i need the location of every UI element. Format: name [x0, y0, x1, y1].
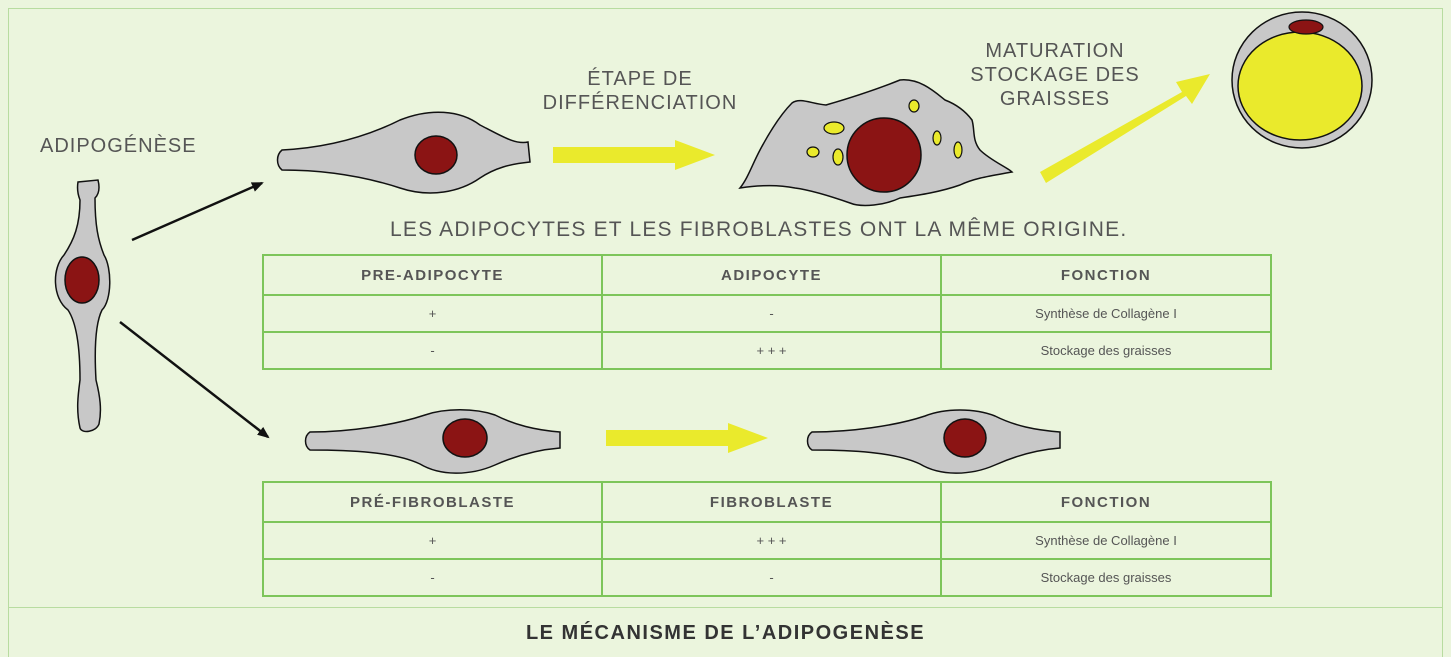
- cell: Synthèse de Collagène I: [940, 521, 1272, 560]
- table-adipocyte: PRE-ADIPOCYTE ADIPOCYTE FONCTION + - Syn…: [262, 254, 1272, 370]
- preadipocyte-cell: [276, 111, 531, 194]
- stem-nucleus: [64, 256, 100, 304]
- lipid-droplet: [953, 141, 963, 159]
- cell: -: [262, 331, 603, 370]
- stem-cell: [54, 179, 111, 433]
- preadipocyte-nucleus: [414, 135, 458, 175]
- cell: -: [601, 294, 942, 333]
- label-etape-differenciation: ÉTAPE DE DIFFÉRENCIATION: [542, 68, 738, 114]
- prefibroblast-cell: [304, 409, 561, 474]
- table-row: + - Synthèse de Collagène I: [262, 294, 1272, 333]
- header-pre-fibroblast: PRÉ-FIBROBLASTE: [262, 481, 603, 523]
- adipocyte-nucleus: [846, 117, 922, 193]
- adipocyte-cell: [738, 79, 1014, 207]
- table-row: - + + + Stockage des graisses: [262, 331, 1272, 370]
- table-row: - - Stockage des graisses: [262, 558, 1272, 597]
- lipid-droplet: [823, 121, 845, 135]
- lipid-droplet: [932, 130, 942, 146]
- header-pre-adipocyte: PRE-ADIPOCYTE: [262, 254, 603, 296]
- footer-title: LE MÉCANISME DE L’ADIPOGENÈSE: [525, 622, 926, 644]
- header-adipocyte: ADIPOCYTE: [601, 254, 942, 296]
- diagram-frame: [8, 8, 1443, 657]
- cell: Stockage des graisses: [940, 558, 1272, 597]
- table-header-row: PRE-ADIPOCYTE ADIPOCYTE FONCTION: [262, 254, 1272, 296]
- lipid-droplet: [832, 148, 844, 166]
- label-adipogenese: ADIPOGÉNÈSE: [40, 135, 197, 157]
- prefibroblast-nucleus: [442, 418, 488, 458]
- cell: Synthèse de Collagène I: [940, 294, 1272, 333]
- lipid-droplet: [806, 146, 820, 158]
- arrow-to-prefibroblast: [119, 321, 270, 439]
- lipid-vacuole: [1237, 31, 1363, 141]
- fibroblast-nucleus: [943, 418, 987, 458]
- mature-adipocyte: [1231, 11, 1373, 149]
- yellow-arrow-fibroblast: [606, 423, 768, 453]
- cell: +: [262, 294, 603, 333]
- mature-nucleus: [1288, 19, 1324, 35]
- lipid-droplet: [908, 99, 920, 113]
- cell: -: [262, 558, 603, 597]
- cell: + + +: [601, 331, 942, 370]
- cell: -: [601, 558, 942, 597]
- header-fonction: FONCTION: [940, 254, 1272, 296]
- yellow-arrow-differentiation: [553, 140, 715, 170]
- footer-divider: [8, 607, 1443, 608]
- table-row: + + + + Synthèse de Collagène I: [262, 521, 1272, 560]
- header-fibroblast: FIBROBLASTE: [601, 481, 942, 523]
- cell: +: [262, 521, 603, 560]
- fibroblast-cell: [806, 409, 1061, 474]
- table-header-row: PRÉ-FIBROBLASTE FIBROBLASTE FONCTION: [262, 481, 1272, 523]
- yellow-arrow-maturation: [1040, 74, 1210, 183]
- cell: + + +: [601, 521, 942, 560]
- arrow-to-preadipocyte: [131, 181, 264, 242]
- subtitle-same-origin: LES ADIPOCYTES ET LES FIBROBLASTES ONT L…: [390, 218, 1128, 241]
- header-fonction: FONCTION: [940, 481, 1272, 523]
- label-maturation: MATURATION STOCKAGE DES GRAISSES: [970, 40, 1140, 110]
- table-fibroblast: PRÉ-FIBROBLASTE FIBROBLASTE FONCTION + +…: [262, 481, 1272, 597]
- cell: Stockage des graisses: [940, 331, 1272, 370]
